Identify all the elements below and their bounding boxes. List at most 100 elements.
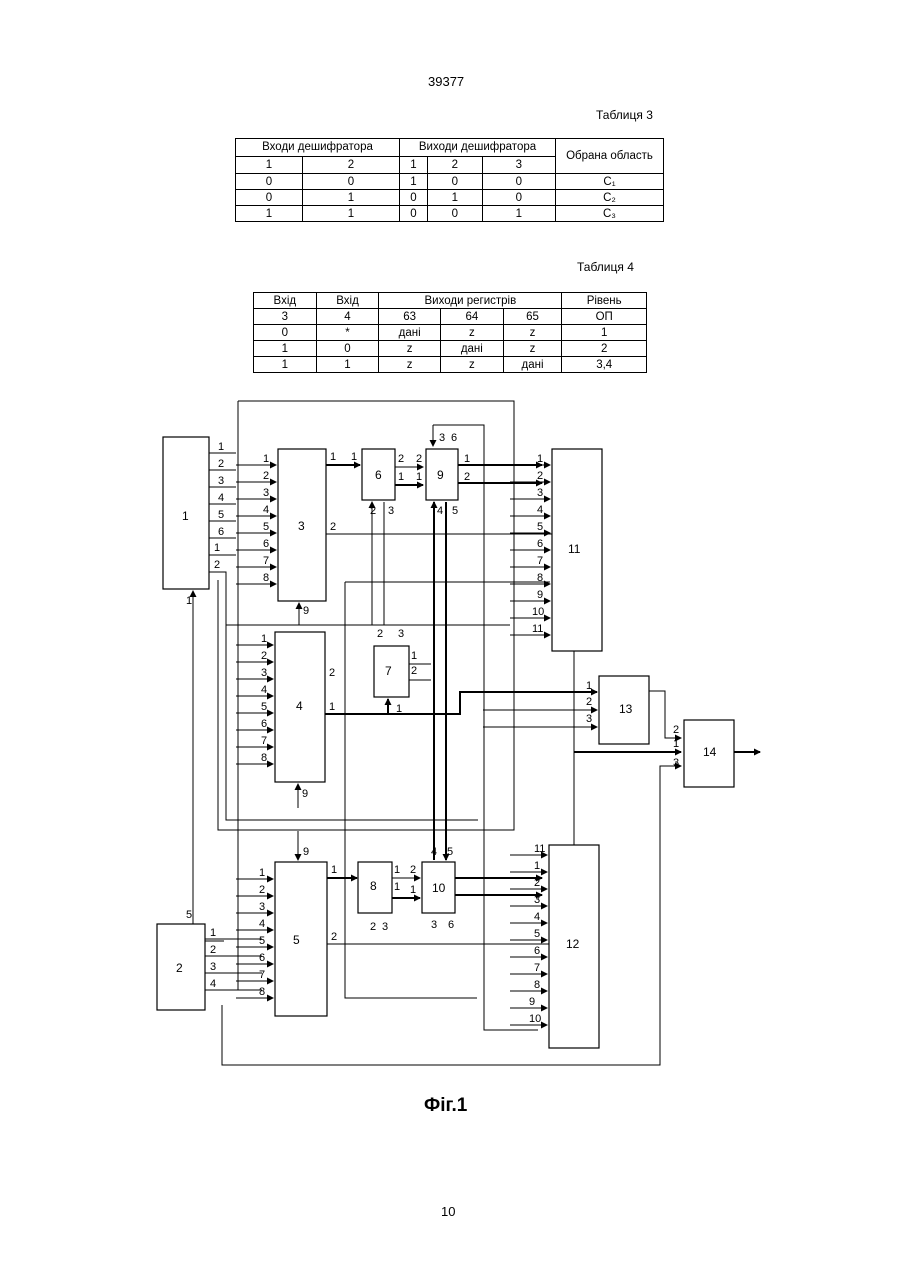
pin-label: 4 — [437, 505, 443, 517]
wire — [325, 692, 597, 714]
pin-label: 6 — [451, 432, 457, 444]
pin-label: 1 — [263, 453, 269, 465]
pin-label: 4 — [537, 504, 543, 516]
pin-label: 3 — [388, 505, 394, 517]
pin-label: 2 — [673, 724, 679, 736]
pin-label: 1 — [673, 738, 679, 750]
pin-label: 4 — [210, 978, 216, 990]
pin-label: 11 — [532, 623, 543, 635]
pin-label: 7 — [534, 962, 540, 974]
block-label: 3 — [298, 519, 305, 533]
block-label: 7 — [385, 664, 392, 678]
block-label: 8 — [370, 879, 377, 893]
pin-label: 4 — [534, 911, 540, 923]
pin-label: 10 — [529, 1013, 541, 1025]
block-label: 11 — [568, 542, 581, 556]
pin-label: 1 — [351, 451, 357, 463]
pin-label: 2 — [537, 470, 543, 482]
pin-label: 1 — [331, 864, 337, 876]
pin-label: 5 — [534, 928, 540, 940]
pin-label: 7 — [537, 555, 543, 567]
pin-label: 3 — [431, 919, 437, 931]
pin-label: 3 — [398, 628, 404, 640]
pin-label: 1 — [586, 680, 592, 692]
pin-label: 2 — [330, 521, 336, 533]
pin-label: 3 — [261, 667, 267, 679]
pin-label: 3 — [382, 921, 388, 933]
block-5 — [275, 862, 327, 1016]
pin-label: 2 — [398, 453, 404, 465]
pin-label: 5 — [259, 935, 265, 947]
pin-label: 7 — [263, 555, 269, 567]
pin-label: 1 — [329, 701, 335, 713]
pin-label: 1 — [416, 471, 422, 483]
pin-label: 4 — [259, 918, 265, 930]
pin-label: 1 — [218, 441, 224, 453]
pin-label: 9 — [303, 846, 309, 858]
pin-label: 7 — [259, 969, 265, 981]
pin-label: 5 — [261, 701, 267, 713]
pin-label: 2 — [331, 931, 337, 943]
pin-label: 5 — [452, 505, 458, 517]
pin-label: 2 — [210, 944, 216, 956]
pin-label: 3 — [259, 901, 265, 913]
pin-label: 5 — [263, 521, 269, 533]
pin-label: 2 — [377, 628, 383, 640]
pin-label: 5 — [447, 846, 453, 858]
pin-label: 2 — [263, 470, 269, 482]
pin-label: 8 — [259, 986, 265, 998]
block-label: 12 — [566, 937, 580, 951]
pin-label: 3 — [263, 487, 269, 499]
pin-label: 3 — [210, 961, 216, 973]
block-label: 14 — [703, 745, 717, 759]
pin-label: 6 — [259, 952, 265, 964]
pin-label: 7 — [261, 735, 267, 747]
pin-label: 3 — [673, 757, 679, 769]
pin-label: 1 — [411, 650, 417, 662]
pin-label: 1 — [464, 453, 470, 465]
pin-label: 9 — [529, 996, 535, 1008]
pin-label: 4 — [431, 846, 437, 858]
pin-label: 1 — [537, 453, 543, 465]
pin-label: 5 — [186, 909, 192, 921]
pin-label: 8 — [261, 752, 267, 764]
pin-label: 1 — [330, 451, 336, 463]
block-label: 10 — [432, 881, 446, 895]
pin-label: 1 — [394, 881, 400, 893]
pin-label: 3 — [534, 894, 540, 906]
pin-label: 8 — [534, 979, 540, 991]
pin-label: 1 — [410, 884, 416, 896]
pin-label: 6 — [261, 718, 267, 730]
pin-label: 1 — [534, 860, 540, 872]
pin-label: 3 — [537, 487, 543, 499]
pin-label: 2 — [259, 884, 265, 896]
figure-caption: Фіг.1 — [424, 1095, 467, 1117]
block-label: 5 — [293, 933, 300, 947]
pin-label: 4 — [261, 684, 267, 696]
pin-label: 5 — [218, 509, 224, 521]
pin-label: 6 — [448, 919, 454, 931]
pin-label: 2 — [416, 453, 422, 465]
pin-label: 8 — [537, 572, 543, 584]
block-label: 1 — [182, 509, 189, 523]
pin-label: 1 — [210, 927, 216, 939]
block-label: 9 — [437, 468, 444, 482]
pin-label: 1 — [394, 864, 400, 876]
pin-label: 5 — [537, 521, 543, 533]
pin-label: 1 — [398, 471, 404, 483]
pin-label: 8 — [263, 572, 269, 584]
pin-label: 2 — [214, 559, 220, 571]
pin-label: 1 — [259, 867, 265, 879]
pin-label: 11 — [534, 843, 545, 855]
pin-label: 10 — [532, 606, 544, 618]
pin-label: 1 — [214, 542, 220, 554]
pin-label: 2 — [218, 458, 224, 470]
pin-label: 9 — [302, 788, 308, 800]
pin-label: 2 — [534, 877, 540, 889]
pin-label: 2 — [329, 667, 335, 679]
pin-label: 9 — [303, 605, 309, 617]
pin-label: 2 — [464, 471, 470, 483]
pin-label: 2 — [586, 696, 592, 708]
page-number: 10 — [441, 1204, 455, 1219]
